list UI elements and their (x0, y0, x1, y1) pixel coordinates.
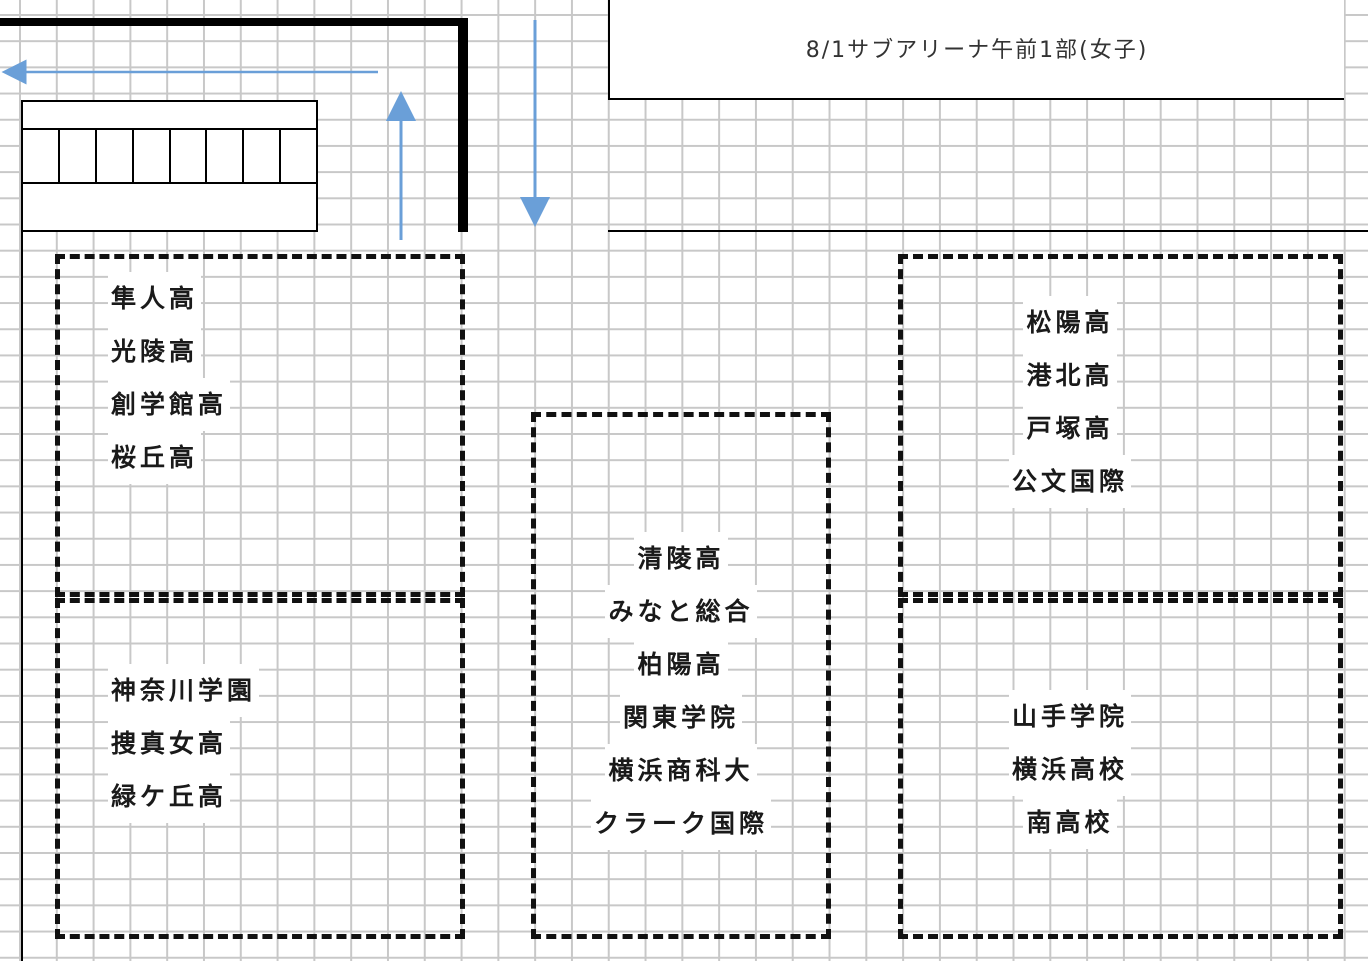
school-label: 桜丘高 (108, 431, 202, 484)
page-title: 8/1サブアリーナ午前1部(女子) (805, 38, 1149, 63)
school-label: 神奈川学園 (108, 664, 260, 717)
zone-top-left (55, 254, 465, 597)
zone-bottom-left (55, 598, 465, 939)
school-list-center: 清陵高 みなと総合 柏陽高 関東学院 横浜商科大 クラーク国際 (556, 532, 806, 850)
school-label: 関東学院 (619, 691, 742, 744)
school-label: 横浜高校 (1008, 743, 1131, 796)
wall-top (0, 18, 468, 26)
school-label: 捜真女高 (108, 717, 231, 770)
zone-center (531, 412, 831, 939)
school-label: みなと総合 (605, 585, 757, 638)
school-list-top-left: 隼人高 光陵高 創学館高 桜丘高 (108, 272, 231, 484)
school-label: 隼人高 (108, 272, 202, 325)
zone-bottom-right (898, 598, 1343, 939)
divider-line (608, 230, 1368, 232)
school-label: 山手学院 (1008, 690, 1131, 743)
zone-top-right (898, 254, 1343, 597)
school-label: 緑ケ丘高 (108, 770, 231, 823)
school-label: 光陵高 (108, 325, 202, 378)
wall-right (458, 18, 468, 232)
title-box: 8/1サブアリーナ午前1部(女子) (608, 0, 1344, 100)
school-label: 創学館高 (108, 378, 231, 431)
stage-structure (21, 100, 318, 232)
school-label: 南高校 (1023, 796, 1117, 849)
school-label: 清陵高 (634, 532, 728, 585)
school-list-bottom-left: 神奈川学園 捜真女高 緑ケ丘高 (108, 664, 260, 823)
wall-left (21, 100, 23, 961)
school-label: 柏陽高 (634, 638, 728, 691)
school-label: 戸塚高 (1023, 402, 1117, 455)
school-label: 横浜商科大 (605, 744, 757, 797)
school-label: 公文国際 (1008, 455, 1131, 508)
school-list-bottom-right: 山手学院 横浜高校 南高校 (960, 690, 1180, 849)
school-label: 松陽高 (1023, 296, 1117, 349)
school-list-top-right: 松陽高 港北高 戸塚高 公文国際 (960, 296, 1180, 508)
school-label: クラーク国際 (590, 797, 771, 850)
school-label: 港北高 (1023, 349, 1117, 402)
